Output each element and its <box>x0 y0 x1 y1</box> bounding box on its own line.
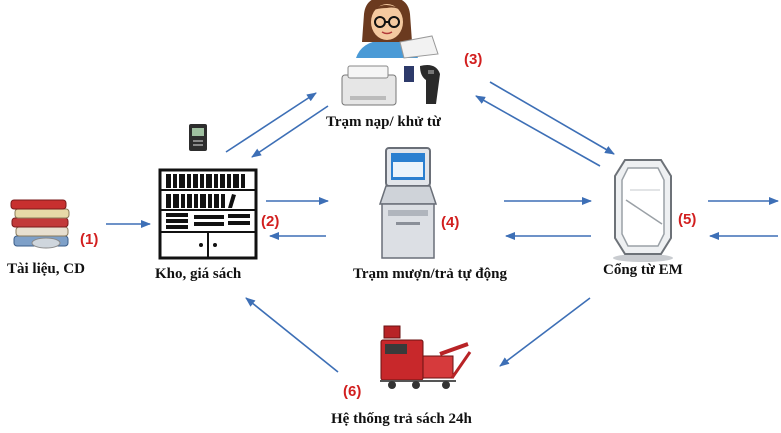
handheld-reader-icon <box>189 124 207 151</box>
documents-label: Tài liệu, CD <box>7 261 85 277</box>
station-number: (3) <box>464 51 483 68</box>
kiosk-number: (4) <box>441 214 460 231</box>
shelf-number: (2) <box>261 213 280 230</box>
arrow-return-to-shelf <box>245 297 339 373</box>
arrow-shelf-to-station <box>225 92 317 153</box>
programming-station-icon <box>341 65 440 106</box>
documents-number: (1) <box>80 231 99 248</box>
bookshelf-icon <box>158 168 258 260</box>
em-gate-icon <box>613 159 673 262</box>
kiosk-label: Trạm mượn/trả tự động <box>353 266 507 282</box>
gate-number: (5) <box>678 211 697 228</box>
station-label: Trạm nạp/ khử từ <box>326 114 441 130</box>
gate-label: Cổng từ EM <box>603 262 683 278</box>
arrow-gate-to-station <box>475 95 601 167</box>
shelf-label: Kho, giá sách <box>155 266 242 282</box>
arrow-station-to-shelf <box>251 105 329 158</box>
book-stack-icon <box>10 199 70 249</box>
return-machine-icon <box>380 325 472 389</box>
librarian-icon <box>356 0 439 59</box>
return-label: Hệ thống trả sách 24h <box>331 411 472 427</box>
kiosk-icon <box>378 147 438 259</box>
arrow-gate-to-return <box>499 297 591 367</box>
flow-arrows <box>106 81 779 373</box>
return-number: (6) <box>343 383 362 400</box>
arrow-station-to-gate <box>489 81 615 155</box>
